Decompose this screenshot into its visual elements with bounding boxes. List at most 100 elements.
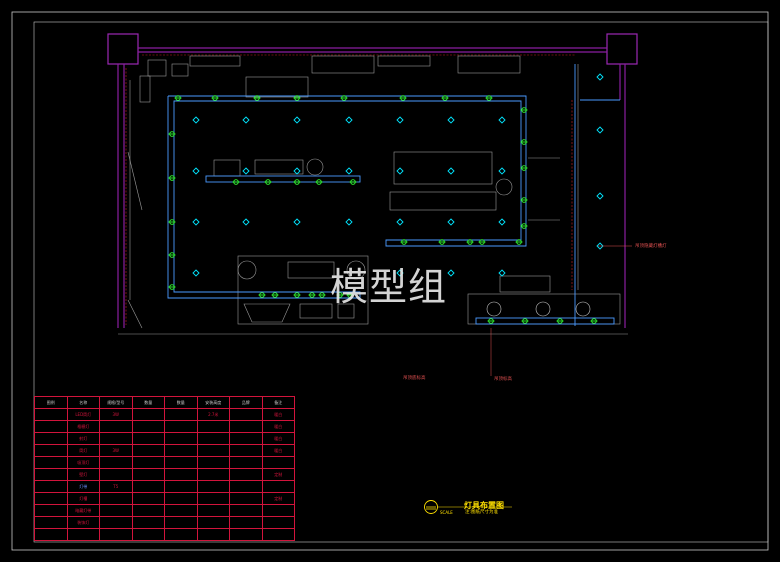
scale-label: SCALE xyxy=(440,510,453,515)
legend-cell xyxy=(164,444,198,457)
legend-cell xyxy=(229,420,263,433)
legend-cell xyxy=(164,468,198,481)
legend-cell xyxy=(131,480,165,493)
legend-header-cell: 规格/型号 xyxy=(99,396,133,409)
column-top-right xyxy=(606,33,638,65)
legend-cell: 装饰灯 xyxy=(66,516,100,529)
legend-cell: 定制 xyxy=(261,492,295,505)
downlight-icon xyxy=(192,167,200,175)
downlight-icon xyxy=(293,167,301,175)
legend-row: 射灯 暖白 xyxy=(34,432,295,445)
legend-cell: 射灯 xyxy=(66,432,100,445)
legend-cell xyxy=(131,420,165,433)
downlight-icon xyxy=(293,218,301,226)
downlight-icon xyxy=(596,192,604,200)
legend-cell xyxy=(196,444,230,457)
red-dashed-lines xyxy=(125,54,575,325)
legend-cell xyxy=(261,456,295,469)
downlight-icon xyxy=(498,269,506,277)
title-symbol-icon xyxy=(424,500,438,514)
legend-cell xyxy=(131,432,165,445)
legend-cell xyxy=(164,492,198,505)
legend-cell xyxy=(164,432,198,445)
legend-cell xyxy=(229,516,263,529)
downlight-icon xyxy=(498,116,506,124)
downlight-icon xyxy=(396,218,404,226)
legend-cell xyxy=(34,408,68,421)
legend-cell xyxy=(34,432,68,445)
legend-header-cell: 数量 xyxy=(131,396,165,409)
legend-cell xyxy=(164,516,198,529)
legend-cell xyxy=(99,492,133,505)
legend-cell: 3W xyxy=(99,444,133,457)
leader-lines xyxy=(490,245,632,376)
legend-cell xyxy=(196,432,230,445)
downlight-icon xyxy=(192,269,200,277)
downlight-icon xyxy=(345,218,353,226)
legend-row: 装饰灯 xyxy=(34,516,295,529)
downlight-icon xyxy=(192,116,200,124)
drawing-subtitle: 注:图纸尺寸为准 xyxy=(465,510,499,515)
legend-cell xyxy=(164,480,198,493)
legend-cell xyxy=(34,444,68,457)
legend-cell xyxy=(34,528,68,541)
legend-cell xyxy=(34,480,68,493)
legend-row: 灯槽 定制 xyxy=(34,492,295,505)
legend-cell: 吸顶灯 xyxy=(66,456,100,469)
downlight-icon xyxy=(447,116,455,124)
legend-cell xyxy=(229,456,263,469)
pendant-fixtures xyxy=(486,301,591,317)
legend-cell xyxy=(131,456,165,469)
legend-cell xyxy=(99,420,133,433)
legend-cell xyxy=(261,516,295,529)
legend-header-cell: 安装高度 xyxy=(196,396,230,409)
downlight-icon xyxy=(345,116,353,124)
legend-cell xyxy=(229,504,263,517)
legend-cell xyxy=(131,504,165,517)
inner-border xyxy=(33,21,769,543)
legend-cell: 壁灯 xyxy=(66,468,100,481)
downlight-icon xyxy=(498,218,506,226)
legend-cell xyxy=(229,408,263,421)
downlight-icon xyxy=(396,269,404,277)
legend-cell xyxy=(164,408,198,421)
spotlight-markers xyxy=(168,95,598,324)
legend-cell: 定制 xyxy=(261,468,295,481)
legend-cell xyxy=(99,504,133,517)
legend-cell xyxy=(229,480,263,493)
legend-cell: 暖白 xyxy=(261,444,295,457)
legend-cell xyxy=(34,492,68,505)
legend-cell: 暗藏灯带 xyxy=(66,504,100,517)
furniture xyxy=(118,55,628,335)
downlight-icon xyxy=(396,167,404,175)
legend-cell xyxy=(131,516,165,529)
downlight-icon xyxy=(242,167,250,175)
legend-cell xyxy=(131,444,165,457)
legend-cell: 暖白 xyxy=(261,420,295,433)
legend-cell xyxy=(196,468,230,481)
legend-cell: 灯槽 xyxy=(66,492,100,505)
column-top-left xyxy=(107,33,139,65)
legend-cell xyxy=(34,504,68,517)
legend-cell xyxy=(261,480,295,493)
legend-cell xyxy=(229,528,263,541)
legend-cell xyxy=(196,456,230,469)
legend-cell xyxy=(99,432,133,445)
legend-header-cell: 数量 xyxy=(164,396,198,409)
legend-cell: 3W xyxy=(99,408,133,421)
downlight-icon xyxy=(498,167,506,175)
led-strip-cove xyxy=(167,64,620,326)
legend-cell xyxy=(196,480,230,493)
legend-cell xyxy=(229,492,263,505)
watermark: 模型组 xyxy=(330,265,448,309)
legend-cell: 暖白 xyxy=(261,432,295,445)
legend-cell: 暖白 xyxy=(261,408,295,421)
legend-cell xyxy=(99,528,133,541)
legend-header-cell: 名称 xyxy=(66,396,100,409)
legend-header-cell: 备注 xyxy=(261,396,295,409)
legend-cell: 灯带 xyxy=(66,480,100,493)
downlight-icon xyxy=(192,218,200,226)
legend-cell xyxy=(164,456,198,469)
